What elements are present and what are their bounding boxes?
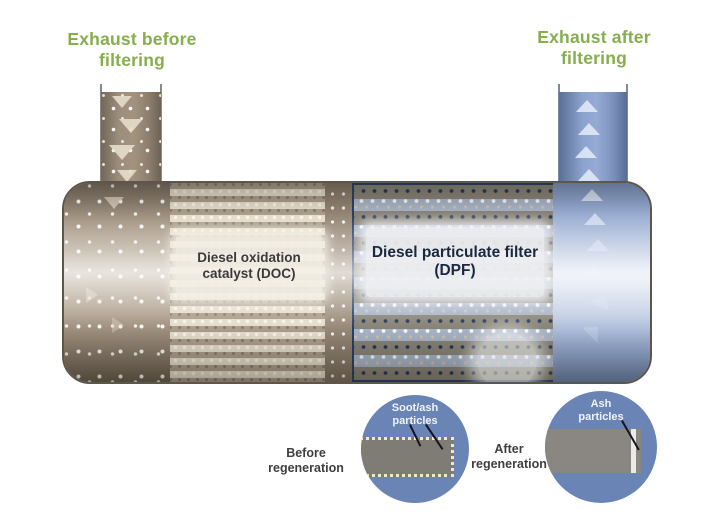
outlet-pipe-flow — [559, 92, 627, 186]
exhaust-after-label: Exhaust after filtering — [537, 27, 651, 68]
doc-dpf-gap — [325, 183, 354, 382]
doc-label: Diesel oxidation catalyst (DOC) — [176, 235, 322, 297]
outlet-chamber — [553, 183, 650, 382]
before-regeneration-circle: Soot/ash particles — [361, 395, 469, 503]
magnified-region-highlight — [477, 332, 537, 382]
after-regeneration-circle: Ash particles — [545, 391, 657, 503]
ash-layer — [631, 429, 636, 473]
up-arrow-icon — [584, 213, 606, 225]
ash-particles-label: Ash particles — [578, 398, 624, 423]
down-arrow-icon — [112, 96, 132, 108]
up-arrow-icon — [578, 123, 600, 135]
down-arrow-icon — [117, 170, 137, 182]
filter-canister: Diesel oxidation catalyst (DOC) Diesel p… — [62, 181, 652, 384]
outlet-pipe — [558, 84, 628, 186]
up-arrow-icon — [581, 318, 607, 344]
filter-channel-ash-bar — [545, 429, 641, 473]
flow-arrow-icon — [112, 317, 124, 333]
soot-particles-label: Soot/ash particles — [391, 402, 439, 427]
up-arrow-icon — [582, 267, 604, 279]
after-regeneration-caption: After regeneration — [471, 442, 547, 471]
before-regeneration-caption: Before regeneration — [268, 446, 344, 475]
down-arrow-icon — [104, 197, 124, 209]
inlet-chamber — [64, 183, 176, 382]
exhaust-before-label: Exhaust before filtering — [67, 29, 197, 70]
up-arrow-icon — [589, 290, 615, 312]
inlet-pipe-flow — [101, 92, 161, 186]
down-arrow-icon — [119, 119, 143, 133]
up-arrow-icon — [587, 239, 609, 251]
dpf-label: Diesel particulate filter (DPF) — [366, 227, 544, 297]
flow-arrow-icon — [86, 287, 98, 303]
up-arrow-icon — [575, 146, 597, 158]
up-arrow-icon — [578, 169, 600, 181]
up-arrow-icon — [576, 100, 598, 112]
inlet-pipe — [100, 84, 162, 186]
up-arrow-icon — [581, 189, 603, 201]
down-arrow-icon — [109, 145, 135, 160]
